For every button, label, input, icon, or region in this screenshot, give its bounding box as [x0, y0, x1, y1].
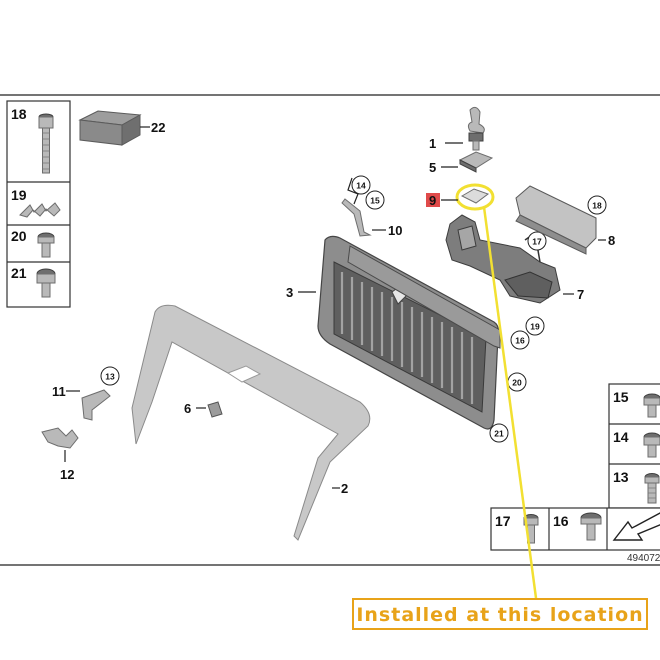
- screw-14-illustration: [643, 432, 660, 458]
- label-1: 1: [429, 136, 436, 151]
- circle-17-mid-label: 17: [532, 237, 542, 247]
- trim-cutout: [226, 365, 262, 383]
- label-3: 3: [286, 285, 293, 300]
- part-11-bracket: 11: [52, 384, 111, 421]
- circle-20-grille-label: 20: [512, 378, 522, 388]
- callout-leader-line: [482, 206, 538, 599]
- part-1-hood-ornament: 1: [429, 106, 485, 151]
- bolt-18-illustration: [38, 113, 54, 174]
- label-11: 11: [52, 384, 66, 399]
- legend-cell-16-number: 16: [553, 513, 569, 529]
- circle-14-top-label: 14: [356, 181, 366, 191]
- direction-arrow-icon: [612, 512, 660, 541]
- part-5-cover: 5: [429, 151, 494, 175]
- legend-cell-19-number: 19: [11, 187, 27, 203]
- part-22-block: 22: [78, 110, 165, 146]
- left-legend-panel: 18 19 20 21: [6, 100, 71, 308]
- clip-19-illustration: [19, 202, 61, 218]
- label-9: 9: [429, 193, 436, 208]
- circle-21-grille-label: 21: [494, 429, 504, 439]
- label-7: 7: [577, 287, 584, 302]
- legend-cell-15-number: 15: [613, 389, 629, 405]
- circle-19-grille-label: 19: [530, 322, 540, 332]
- part-12-latch: 12: [41, 427, 79, 482]
- circle-21-grille: [489, 423, 509, 443]
- circle-18-right-label: 18: [592, 201, 602, 211]
- part-3-radiator-grille: 3: [286, 235, 501, 430]
- label-5: 5: [429, 160, 436, 175]
- legend-cell-14-number: 14: [613, 429, 629, 445]
- label-22: 22: [151, 120, 165, 135]
- label-9-highlight: [426, 193, 440, 207]
- highlight-ring: [455, 183, 495, 211]
- callout-box: [352, 598, 648, 630]
- legend-cell-17-number: 17: [495, 513, 511, 529]
- part-7-mechanism: 7: [445, 214, 584, 304]
- circle-13-left: [100, 366, 120, 386]
- nut-21-illustration: [36, 268, 56, 298]
- label-6: 6: [184, 401, 191, 416]
- screw-16-illustration: [580, 512, 602, 541]
- label-12: 12: [60, 467, 74, 482]
- label-8: 8: [608, 233, 615, 248]
- label-10: 10: [388, 223, 402, 238]
- right-legend-panel: 15 14 13: [608, 383, 660, 509]
- circle-15-top-label: 15: [370, 196, 380, 206]
- part-2-surround-trim: 2: [131, 304, 371, 541]
- part-8-bracket: 8: [515, 185, 615, 255]
- callout-text: Installed at this location: [356, 604, 643, 626]
- legend-cell-18-number: 18: [11, 106, 27, 122]
- circle-13-left-label: 13: [105, 372, 115, 382]
- screw-17-illustration: [523, 514, 539, 544]
- circle-16-grille-label: 16: [515, 336, 525, 346]
- circle-14-top: [351, 175, 371, 195]
- screw-20-illustration: [37, 232, 55, 258]
- screw-15-illustration: [643, 393, 660, 418]
- legend-cell-13-number: 13: [613, 469, 629, 485]
- bottom-legend-panel: 17 16: [490, 507, 660, 551]
- circle-17-mid: [527, 231, 547, 251]
- circle-15-top: [365, 190, 385, 210]
- circle-16-grille: [510, 330, 530, 350]
- part-9-gasket: 9: [426, 183, 495, 211]
- part-6-badge: 6: [184, 401, 223, 418]
- part-10-bracket: 10: [341, 177, 402, 238]
- screw-13-illustration: [644, 473, 660, 504]
- legend-cell-20-number: 20: [11, 228, 27, 244]
- circle-19-grille: [525, 316, 545, 336]
- diagram-reference-number: 494072: [627, 553, 660, 564]
- legend-cell-21-number: 21: [11, 265, 27, 281]
- circle-18-right: [587, 195, 607, 215]
- label-2: 2: [341, 481, 348, 496]
